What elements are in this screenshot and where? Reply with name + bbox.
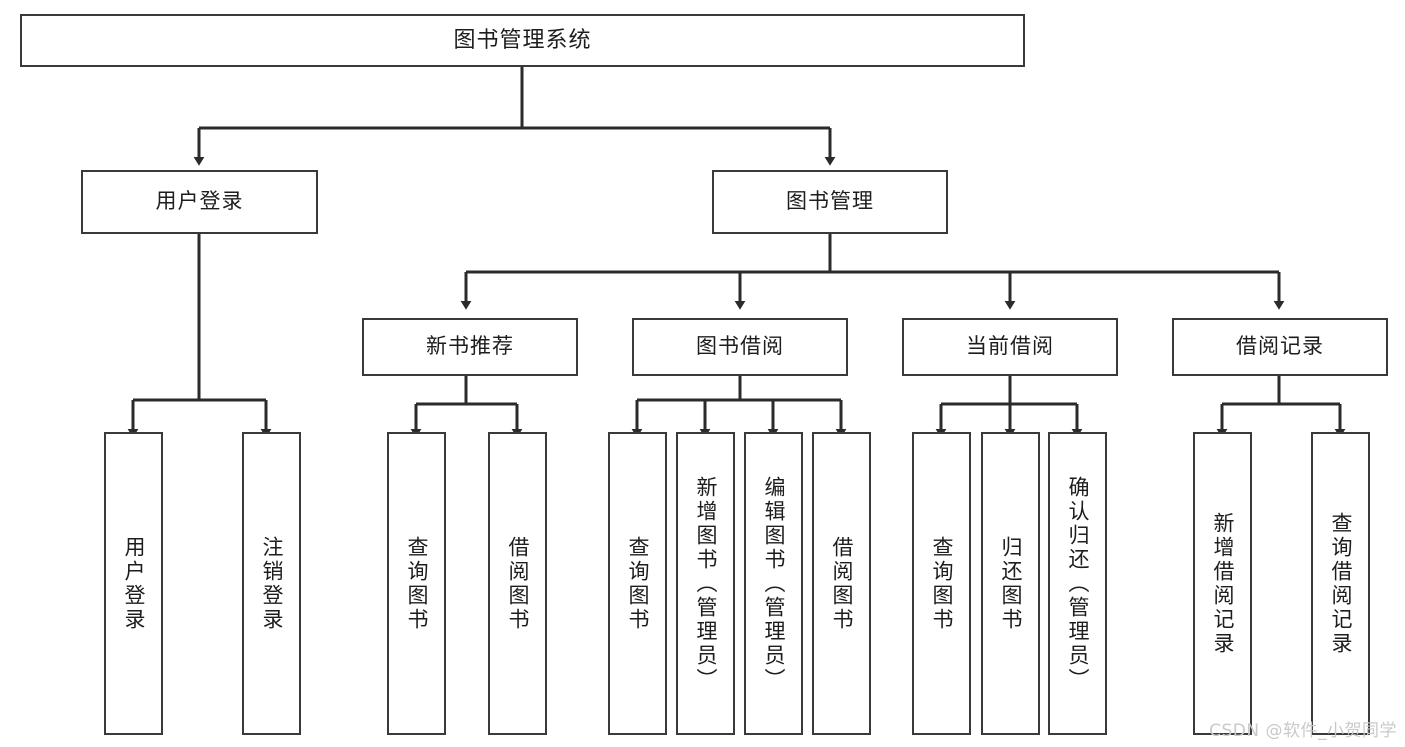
- leaf-add-record-label: 新增借阅记录: [1211, 511, 1235, 656]
- node-book-borrow-label: 图书借阅: [696, 334, 784, 359]
- node-current-borrow-label: 当前借阅: [966, 334, 1054, 359]
- leaf-borrow-book-2-label: 借阅图书: [830, 535, 854, 632]
- leaf-user-login[interactable]: 用户登录: [104, 432, 163, 735]
- leaf-add-book[interactable]: 新增图书（管理员）: [676, 432, 735, 735]
- leaf-confirm-return-label: 确认归还（管理员）: [1066, 475, 1090, 692]
- node-new-book-rec-label: 新书推荐: [426, 334, 514, 359]
- leaf-confirm-return[interactable]: 确认归还（管理员）: [1048, 432, 1107, 735]
- leaf-user-login-label: 用户登录: [122, 535, 146, 632]
- leaf-return-book-label: 归还图书: [999, 535, 1023, 632]
- node-root-label: 图书管理系统: [453, 27, 592, 53]
- leaf-query-book-2-label: 查询图书: [626, 535, 650, 632]
- leaf-edit-book[interactable]: 编辑图书（管理员）: [744, 432, 803, 735]
- leaf-return-book[interactable]: 归还图书: [981, 432, 1040, 735]
- leaf-borrow-book-1-label: 借阅图书: [506, 535, 530, 632]
- leaf-query-book-3-label: 查询图书: [930, 535, 954, 632]
- leaf-query-book-3[interactable]: 查询图书: [912, 432, 971, 735]
- node-root[interactable]: 图书管理系统: [20, 14, 1025, 67]
- node-user-login-label: 用户登录: [155, 189, 244, 214]
- leaf-query-record-label: 查询借阅记录: [1329, 511, 1353, 656]
- leaf-logout-label: 注销登录: [260, 535, 284, 632]
- leaf-borrow-book-1[interactable]: 借阅图书: [488, 432, 547, 735]
- leaf-add-book-label: 新增图书（管理员）: [694, 475, 718, 692]
- node-book-borrow[interactable]: 图书借阅: [632, 318, 848, 376]
- leaf-edit-book-label: 编辑图书（管理员）: [762, 475, 786, 692]
- leaf-query-book-1-label: 查询图书: [405, 535, 429, 632]
- leaf-query-book-2[interactable]: 查询图书: [608, 432, 667, 735]
- node-new-book-rec[interactable]: 新书推荐: [362, 318, 578, 376]
- leaf-borrow-book-2[interactable]: 借阅图书: [812, 432, 871, 735]
- node-book-manage[interactable]: 图书管理: [712, 170, 948, 234]
- node-book-manage-label: 图书管理: [786, 189, 874, 214]
- leaf-query-book-1[interactable]: 查询图书: [387, 432, 446, 735]
- leaf-add-record[interactable]: 新增借阅记录: [1193, 432, 1252, 735]
- node-user-login[interactable]: 用户登录: [81, 170, 318, 234]
- leaf-logout[interactable]: 注销登录: [242, 432, 301, 735]
- leaf-query-record[interactable]: 查询借阅记录: [1311, 432, 1370, 735]
- node-borrow-record-label: 借阅记录: [1236, 334, 1324, 359]
- node-current-borrow[interactable]: 当前借阅: [902, 318, 1118, 376]
- node-borrow-record[interactable]: 借阅记录: [1172, 318, 1388, 376]
